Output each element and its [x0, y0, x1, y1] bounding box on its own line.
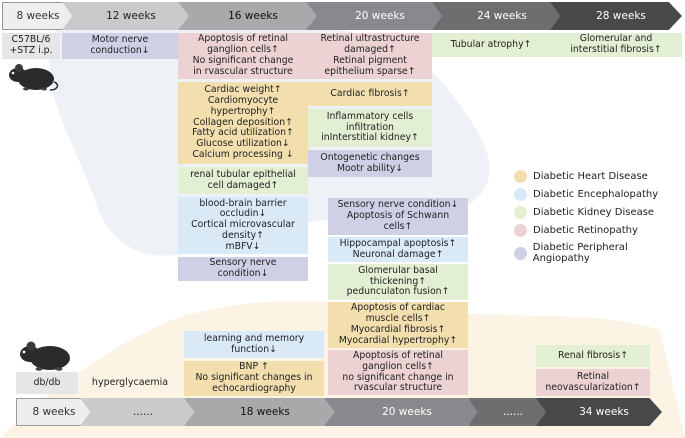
hyperglycaemia-label: hyperglycaemia: [91, 377, 169, 388]
retinal-ganglion-16-box: Apoptosis of retinal ganglion cells↑ No …: [178, 33, 308, 79]
cardiac-apoptosis-20-box: Apoptosis of cardiac muscle cells↑ Myoca…: [328, 302, 468, 348]
legend-encephalopathy: Diabetic Encephalopathy: [514, 188, 658, 201]
mouse-icon: [9, 64, 59, 91]
inflammatory-20-box: Inflammatory cells infiltration inInters…: [308, 109, 432, 147]
legend-encephalopathy-label: Diabetic Encephalopathy: [533, 189, 659, 200]
learning-memory-18-box: learning and memory function↓: [184, 331, 324, 358]
mouse-icon: [20, 341, 70, 371]
bnp-18-box: BNP ↑ No significant changes in echocard…: [184, 361, 324, 396]
retinal-ultrastructure-20-box: Retinal ultrastructure damaged↑ Retinal …: [308, 33, 432, 79]
timeline-bottom-18-weeks: 18 weeks: [184, 398, 336, 426]
timeline-top-20-weeks: 20 weeks: [306, 2, 444, 30]
motor-nerve-box: Motor nerve conduction↓: [62, 33, 178, 59]
cardiac-fibrosis-20-box: Cardiac fibrosis↑: [308, 82, 432, 106]
renal-fibrosis-34-box: Renal fibrosis↑: [536, 345, 650, 367]
timeline-top-28-weeks: 28 weeks: [550, 2, 682, 30]
legend-kidney: Diabetic Kidney Disease: [514, 206, 654, 219]
legend-angiopathy-label: Diabetic Peripheral Angiopathy: [532, 242, 628, 264]
timeline-top-16-weeks: 16 weeks: [178, 2, 318, 30]
sensory-schwann-20-box: Sensory nerve condition↓ Apoptosis of Sc…: [328, 198, 468, 235]
hippocampal-20-box: Hippocampal apoptosis↑ Neuronal damage↑: [328, 237, 468, 262]
timeline-bottom-gap-1: ......: [80, 398, 196, 426]
timeline-bottom-8-weeks: 8 weeks: [16, 398, 92, 426]
cardiac-16-box: Cardiac weight↑ Cardiomyocyte hypertroph…: [178, 82, 308, 164]
bbb-16-box: blood-brain barrier occludin↓ Cortical m…: [178, 197, 308, 254]
legend-retinopathy: Diabetic Retinopathy: [514, 224, 638, 237]
timeline-top-24-weeks: 24 weeks: [432, 2, 562, 30]
retinal-neovascularization-34-box: Retinal neovascularization↑: [536, 369, 650, 396]
model-c57bl6-stz: C57BL/6 +STZ i.p.: [2, 33, 60, 59]
legend-heart-label: Diabetic Heart Disease: [533, 171, 648, 182]
timeline-bottom-gap-2: ......: [468, 398, 548, 426]
legend-kidney-label: Diabetic Kidney Disease: [533, 207, 655, 218]
renal-tubular-16-box: renal tubular epithelial cell damaged↑: [178, 167, 308, 194]
legend-angiopathy-swatch: [514, 246, 527, 260]
legend-encephalopathy-swatch: [514, 188, 527, 201]
timeline-bottom-34-weeks: 34 weeks: [536, 398, 662, 426]
model-db-db: db/db: [16, 372, 78, 394]
sensory-16-box: Sensory nerve condition↓: [178, 257, 308, 281]
ontogenetic-20-box: Ontogenetic changes Mootr ability↓: [308, 150, 432, 177]
legend-retinopathy-swatch: [514, 224, 527, 237]
legend-heart-swatch: [514, 170, 527, 183]
legend-retinopathy-label: Diabetic Retinopathy: [533, 225, 638, 236]
timeline-bottom-20-weeks: 20 weeks: [324, 398, 480, 426]
legend-heart: Diabetic Heart Disease: [514, 170, 648, 183]
timeline-top-12-weeks: 12 weeks: [62, 2, 190, 30]
legend-kidney-swatch: [514, 206, 527, 219]
tubular-atrophy-24-box: Tubular atrophy↑: [432, 33, 550, 57]
timeline-top-8-weeks: 8 weeks: [2, 2, 74, 30]
glomerular-28-box: Glomerular and interstitial fibrosis↑: [550, 33, 682, 57]
glomerular-basal-20-box: Glomerular basal thickening↑ pedunculato…: [328, 264, 468, 300]
retinal-ganglion-20-bottom-box: Apoptosis of retinal ganglion cells↑ no …: [328, 350, 468, 395]
legend-angiopathy: Diabetic Peripheral Angiopathy: [514, 242, 685, 264]
